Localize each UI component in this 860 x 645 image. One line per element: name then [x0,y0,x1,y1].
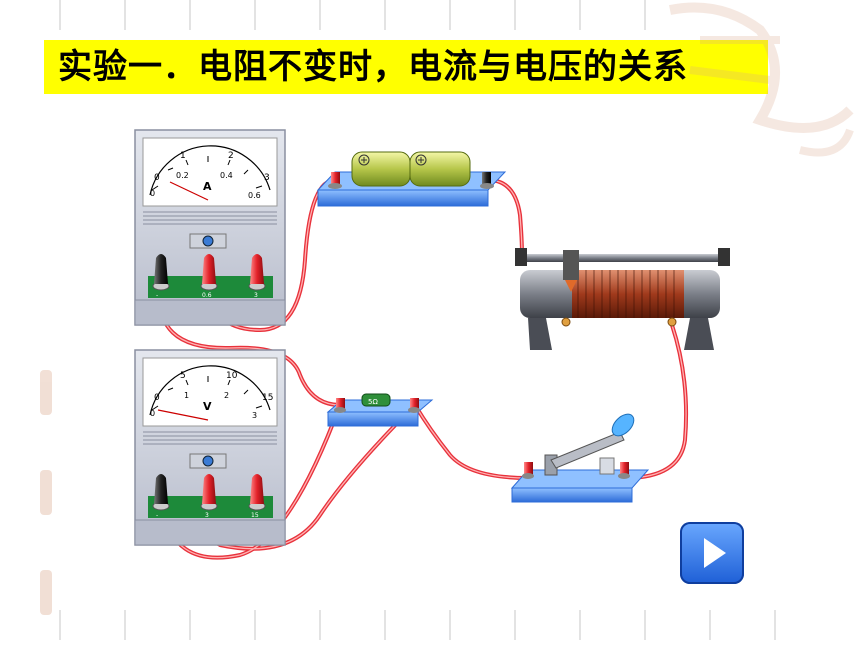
voltmeter-dial [142,357,278,427]
voltmeter-adjust-screw[interactable] [202,455,214,467]
play-button[interactable] [680,522,744,584]
switch[interactable] [510,410,650,503]
wires [157,178,689,560]
switch-clip [599,457,615,475]
rheostat-slider-contact [565,280,577,292]
ammeter-terminal-neg[interactable] [152,254,170,291]
voltmeter-terminal-15[interactable] [248,474,266,511]
voltmeter-vents [143,431,277,445]
ammeter-base [134,299,286,326]
ammeter-label-neg: - [156,292,158,299]
voltmeter[interactable]: 0 5 10 15 0 1 2 3 V [134,349,286,546]
rheostat-terminal-b[interactable] [667,317,677,327]
rheostat-bar-end-left [515,248,527,266]
resistor-terminal-left[interactable] [334,398,346,413]
ammeter-terminal-3[interactable] [248,254,266,291]
plus-icon [415,154,427,166]
ammeter-scale-bottom-3: 0.6 [248,191,261,200]
rheostat[interactable] [515,248,730,350]
battery-cell-1 [351,151,411,187]
voltmeter-scale-top-0: 0 [154,393,160,403]
switch-handle[interactable] [608,410,638,440]
voltmeter-scale-arc [149,365,271,416]
voltmeter-scale-bottom-0: 0 [150,409,155,418]
voltmeter-ticks [151,376,263,411]
resistor-base-front [327,411,419,427]
ammeter-dial [142,137,278,207]
voltmeter-label-neg: - [156,512,158,519]
voltmeter-label-15: 15 [251,512,259,519]
voltmeter-needle [157,409,209,421]
battery-holder[interactable] [316,151,507,207]
rheostat-terminal-a[interactable] [561,317,571,327]
switch-base-front [511,487,633,503]
resistor-body [361,393,391,407]
voltmeter-scale-top-2: 10 [226,371,238,381]
voltmeter-label-3: 3 [205,512,209,519]
voltmeter-terminal-3[interactable] [200,474,218,511]
background-dashes [59,0,776,640]
voltmeter-scale-bottom-3: 3 [252,411,257,420]
background-decoration [669,2,854,157]
ammeter-ticks [151,156,263,191]
ammeter-label-3: 3 [254,292,258,299]
voltmeter-scale-top-3: 15 [262,393,273,403]
ammeter-scale-top-0: 0 [154,173,160,183]
ammeter-scale-top-3: 3 [264,173,270,183]
switch-terminal-right[interactable] [618,462,630,479]
voltmeter-scale-bottom-1: 1 [184,391,189,400]
rheostat-slider[interactable] [563,250,579,280]
switch-terminal-left[interactable] [522,462,534,479]
ammeter-label-0.6: 0.6 [202,292,212,299]
voltmeter-unit: V [203,400,212,413]
battery-terminal-right[interactable] [480,172,494,189]
plus-icon [358,154,370,166]
voltmeter-terminal-neg[interactable] [152,474,170,511]
left-edge-decoration [40,370,52,615]
ammeter-vents [143,211,277,225]
resistor[interactable]: 5Ω [326,393,434,427]
ammeter-adjust-screw[interactable] [202,235,214,247]
ammeter-scale-bottom-1: 0.2 [176,171,189,180]
title-banner: 实验一．电阻不变时，电流与电压的关系 [44,40,768,94]
ammeter-needle [169,181,209,201]
page-title: 实验一．电阻不变时，电流与电压的关系 [58,47,688,87]
ammeter-terminal-0.6[interactable] [200,254,218,291]
battery-terminal-left[interactable] [328,172,342,189]
rheostat-leg-right [684,318,714,350]
ammeter-scale-bottom-2: 0.4 [220,171,233,180]
ammeter-scale-bottom-0: 0 [150,189,155,198]
battery-base-front [317,189,489,207]
voltmeter-base [134,519,286,546]
voltmeter-scale-top-1: 5 [180,371,186,381]
ammeter[interactable]: 0 1 2 3 0 0.2 0.4 0.6 A [134,129,286,326]
ammeter-scale-top-1: 1 [180,151,186,161]
resistor-terminal-right[interactable] [408,398,420,413]
resistor-label: 5Ω [368,398,378,406]
battery-cell-2 [409,151,471,187]
play-icon [704,538,726,568]
rheostat-coil [572,270,684,318]
rheostat-leg-left [528,318,552,350]
ammeter-unit: A [203,180,212,193]
ammeter-scale-arc [149,145,271,196]
switch-blade[interactable] [550,431,625,469]
rheostat-bar-end-right [718,248,730,266]
ammeter-scale-top-2: 2 [228,151,234,161]
rheostat-windings [577,270,675,318]
rheostat-slide-bar [520,254,730,262]
voltmeter-scale-bottom-2: 2 [224,391,229,400]
